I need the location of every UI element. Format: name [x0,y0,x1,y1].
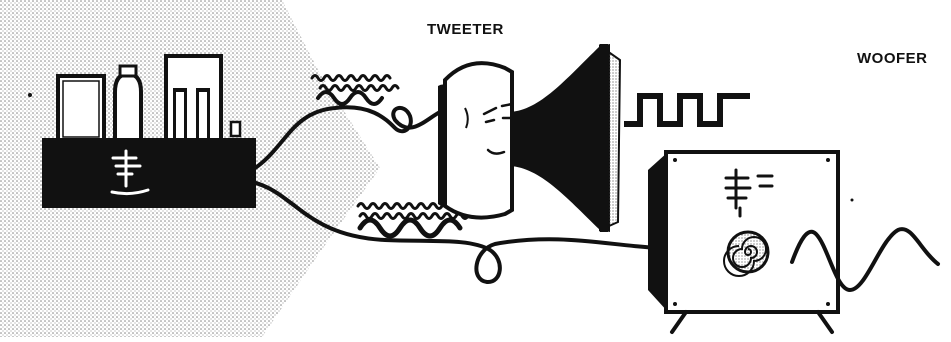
woofer-label: WOOFER [857,50,928,67]
tweeter-label: TWEETER [427,21,504,38]
square-wave-icon [624,96,750,124]
tweeter-horn-icon [438,44,620,232]
